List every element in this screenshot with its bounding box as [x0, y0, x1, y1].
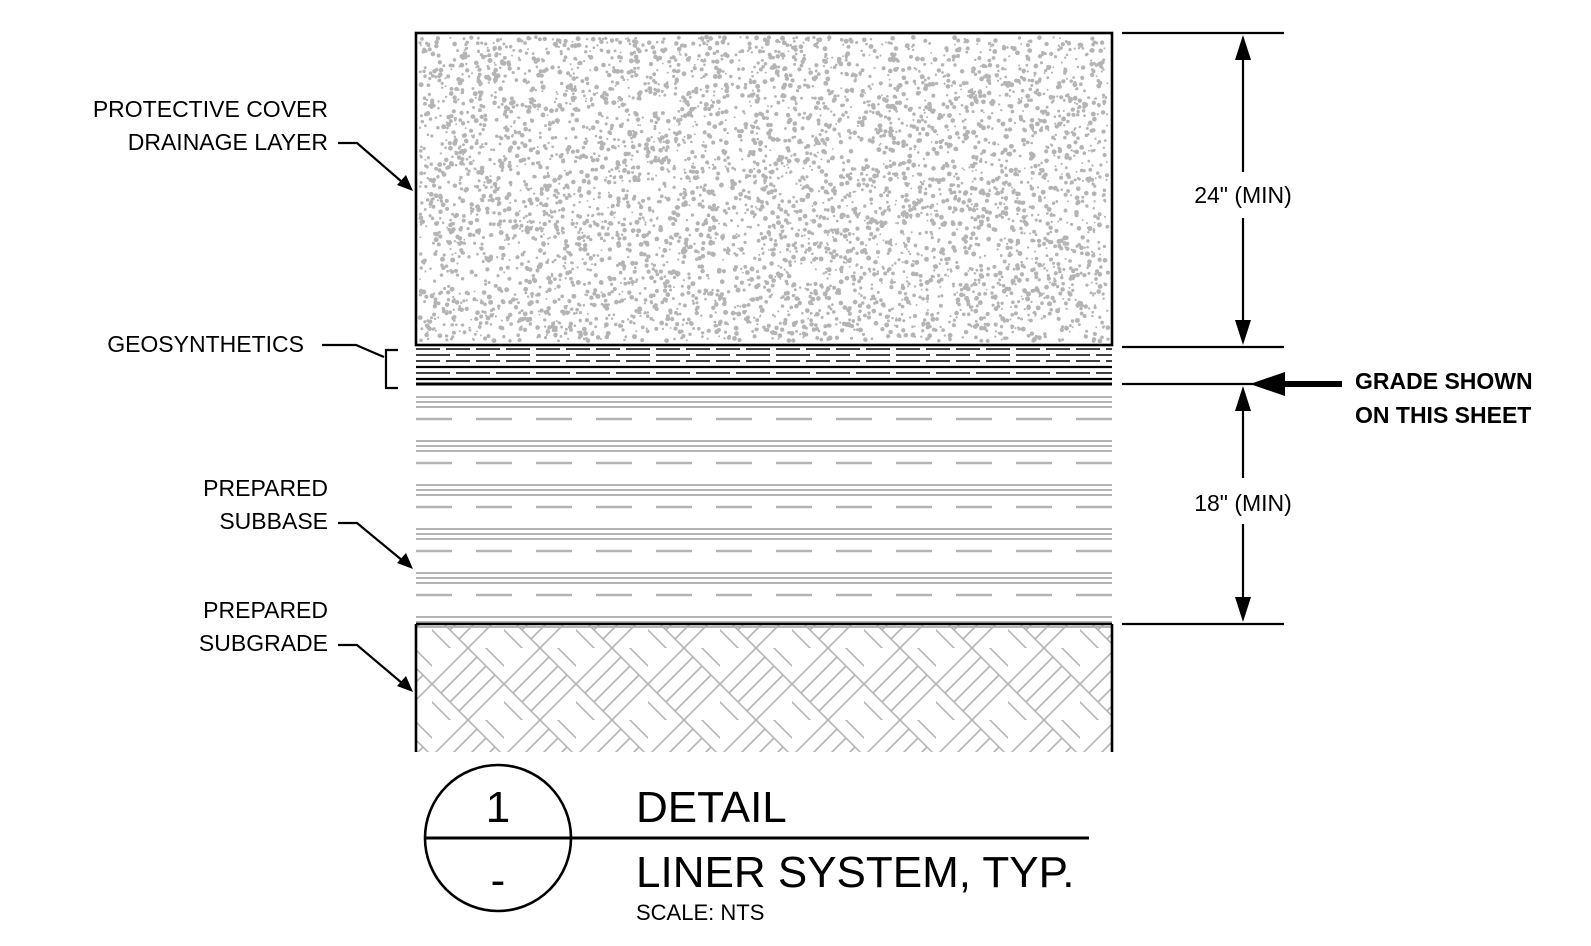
dimension-18-label: 18" (MIN) [1194, 490, 1292, 516]
geosynthetics-layer [416, 348, 1112, 386]
sheet-reference: - [491, 856, 506, 905]
grade-arrow-icon [1250, 372, 1285, 396]
subgrade-label-line2: SUBGRADE [199, 630, 328, 656]
prepared-subgrade-layer [414, 622, 1114, 752]
detail-number: 1 [486, 783, 510, 832]
protective-cover-label-line1: PROTECTIVE COVER [93, 96, 328, 122]
dimension-24-min [1122, 31, 1284, 349]
dimension-arrow-down-icon [1235, 320, 1251, 345]
detail-scale: SCALE: NTS [636, 900, 764, 925]
leader-arrowhead-icon [397, 553, 413, 569]
prepared-subbase-layer [416, 396, 1112, 628]
leader-arrowhead-icon [397, 676, 413, 692]
label-prepared-subbase: PREPARED SUBBASE [203, 475, 413, 569]
label-geosynthetics: GEOSYNTHETICS [107, 331, 398, 390]
gravel-stipple-hatch [417, 34, 1111, 344]
label-protective-cover: PROTECTIVE COVER DRAINAGE LAYER [93, 96, 413, 191]
geosynthetics-bracket [384, 348, 398, 390]
grade-callout: GRADE SHOWN ON THIS SHEET [1250, 368, 1533, 428]
subbase-label-line2: SUBBASE [219, 508, 328, 534]
protective-cover-layer [414, 31, 1114, 347]
detail-title: LINER SYSTEM, TYP. [636, 848, 1075, 897]
subbase-label-line1: PREPARED [203, 475, 328, 501]
subgrade-label-line1: PREPARED [203, 597, 328, 623]
dimension-arrow-down-icon [1235, 597, 1251, 622]
label-prepared-subgrade: PREPARED SUBGRADE [199, 597, 413, 692]
title-block: 1 - DETAIL LINER SYSTEM, TYP. SCALE: NTS [423, 763, 1089, 925]
dimension-arrow-up-icon [1235, 386, 1251, 411]
grade-callout-line1: GRADE SHOWN [1355, 368, 1533, 394]
grade-callout-line2: ON THIS SHEET [1355, 402, 1531, 428]
dimension-arrow-up-icon [1235, 35, 1251, 60]
protective-cover-label-line2: DRAINAGE LAYER [128, 129, 328, 155]
dimension-24-label: 24" (MIN) [1194, 182, 1292, 208]
geosynthetics-label: GEOSYNTHETICS [107, 331, 304, 357]
detail-heading: DETAIL [636, 783, 787, 832]
leader-arrowhead-icon [397, 175, 413, 191]
